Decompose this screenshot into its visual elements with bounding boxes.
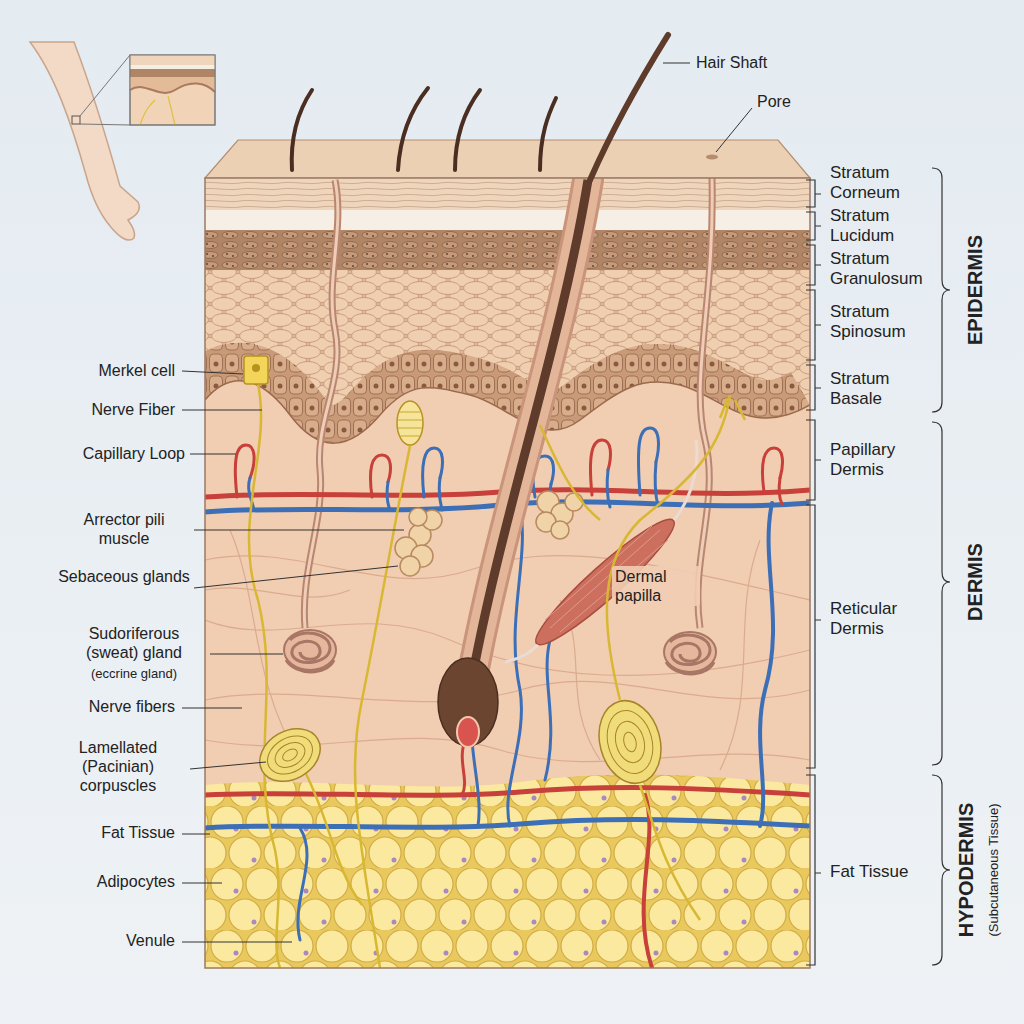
layer-label: Fat Tissue	[830, 862, 930, 882]
part-label: Nerve fibers	[30, 697, 175, 716]
part-label: Venule	[30, 931, 175, 950]
hair-follicle	[438, 180, 588, 747]
part-label: Sebaceous glands	[58, 567, 190, 586]
part-label: Pore	[757, 92, 791, 111]
part-label: Sudoriferous (sweat) gland	[62, 624, 206, 662]
layer-label: Stratum Granulosum	[830, 249, 930, 289]
pacinian-corpuscle	[250, 718, 329, 792]
pacinian-corpuscle	[590, 694, 670, 791]
part-note: (eccrine gland)	[62, 666, 206, 682]
layer-label: Stratum Spinosum	[830, 302, 930, 342]
layer-label: Stratum Corneum	[830, 163, 930, 203]
merkel-cell	[244, 356, 268, 384]
part-label: Capillary Loop	[20, 444, 185, 463]
sebaceous-gland	[395, 491, 583, 576]
layer-label: Stratum Basale	[830, 369, 930, 409]
brackets	[806, 168, 950, 965]
part-label: Lamellated (Pacinian) corpuscles	[50, 738, 186, 795]
region-label: DERMIS	[963, 543, 987, 621]
region-label: EPIDERMIS	[963, 235, 987, 345]
skin-block	[205, 178, 810, 968]
part-label: Dermal papilla	[612, 566, 700, 606]
skin-surface	[205, 140, 810, 178]
part-label: Arrector pili muscle	[58, 510, 190, 548]
dermis	[205, 178, 810, 968]
layer-label: Stratum Lucidum	[830, 206, 930, 246]
pore	[706, 155, 718, 160]
nerve-fibers	[249, 384, 745, 968]
hair	[292, 35, 668, 180]
part-label: Hair Shaft	[696, 53, 767, 72]
layer-label: Reticular Dermis	[830, 599, 930, 639]
region-label: HYPODERMIS	[954, 803, 978, 937]
layer-label: Papillary Dermis	[830, 440, 930, 480]
block-outline	[205, 178, 810, 968]
arrector-pili-muscle	[505, 440, 697, 662]
sweat-gland	[284, 180, 338, 672]
part-label: Fat Tissue	[30, 823, 175, 842]
part-label: Adipocytes	[30, 872, 175, 891]
arm-inset	[30, 42, 215, 240]
tactile-corpuscle	[397, 401, 423, 445]
part-label: Nerve Fiber	[30, 400, 175, 419]
region-note: (Subcutaneous Tissue)	[986, 804, 1002, 937]
leader-lines	[182, 63, 752, 942]
part-label: Merkel cell	[30, 361, 175, 380]
